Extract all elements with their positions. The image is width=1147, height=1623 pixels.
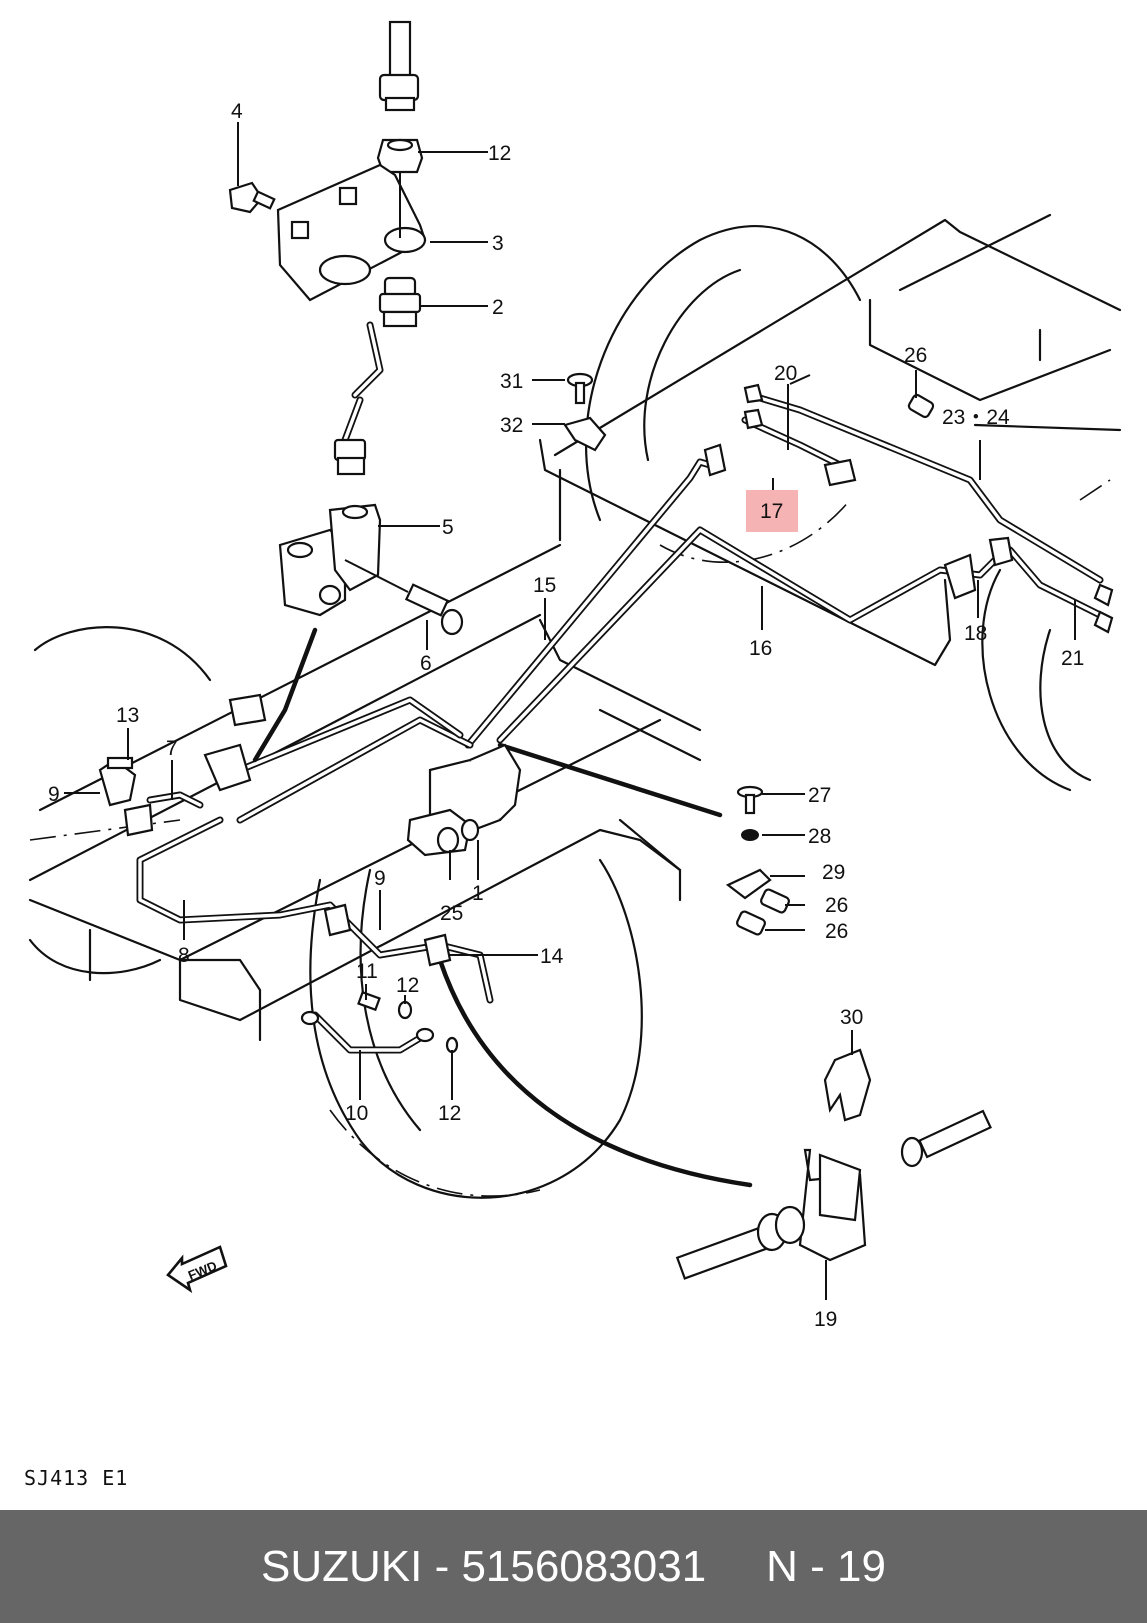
- joint-left-mid: [203, 743, 252, 792]
- callout-19: 17: [760, 500, 783, 523]
- joint-19-left: [703, 443, 727, 477]
- hose-10-end-b: [415, 1027, 435, 1043]
- callout-16: 14: [540, 945, 564, 968]
- callout-14: 12: [488, 142, 511, 165]
- cable-lower: [437, 957, 753, 1188]
- washer-12b: [445, 1036, 459, 1054]
- washer-12a: [397, 1000, 413, 1020]
- callout-7: 7: [166, 737, 178, 760]
- joint-7: [123, 803, 154, 837]
- footer-page: N - 19: [766, 1541, 886, 1591]
- footer-dash: -: [422, 1541, 462, 1591]
- clamp-32: [563, 416, 607, 452]
- callout-4: 4: [231, 100, 243, 123]
- brake-pipes: [136, 321, 1104, 1054]
- callout-26-top: 26: [904, 344, 927, 367]
- callout-26-low: 26: [825, 920, 848, 943]
- joint-20-a: [943, 553, 977, 600]
- fwd-arrow: FWD: [166, 1245, 228, 1294]
- footer-brand: SUZUKI: [260, 1541, 423, 1591]
- callout-32: 32: [500, 414, 523, 437]
- hose-10-end-a: [300, 1010, 320, 1026]
- highlight-19: [746, 490, 798, 532]
- front-left-wheel: [28, 626, 212, 975]
- callout-12-lower: 12: [438, 1102, 461, 1125]
- callout-20: 18: [964, 622, 987, 645]
- clamp-26b: [736, 910, 766, 936]
- footer-part-number: 5156083031: [461, 1541, 707, 1591]
- callout-22: 21: [1061, 647, 1084, 670]
- parts-diagram: FWD: [28, 20, 1122, 1331]
- joint-20-b: [988, 536, 1014, 567]
- callout-21: 20: [774, 362, 797, 385]
- callout-9-left: 9: [48, 783, 60, 806]
- clamp-26a: [760, 888, 790, 914]
- callout-13: 19: [814, 1308, 837, 1331]
- callout-15: 13: [116, 704, 139, 727]
- callout-27: 27: [808, 784, 831, 807]
- callout-17: 15: [533, 574, 556, 597]
- bolt-6: [404, 583, 464, 636]
- callout-18: 16: [749, 637, 772, 660]
- end-22-a: [1093, 583, 1114, 607]
- bolt-27: [736, 785, 764, 815]
- footer-bar: SUZUKI - 5156083031 N - 19: [0, 1510, 1147, 1623]
- joint-left-top: [228, 693, 267, 727]
- cable-right: [497, 742, 723, 818]
- bolt-31: [566, 372, 594, 405]
- clamp-26-top: [907, 393, 935, 419]
- callout-12-upper: 12: [396, 974, 419, 997]
- clamp-29: [725, 868, 772, 900]
- callout-28: 28: [808, 825, 831, 848]
- bolt-11: [357, 990, 381, 1012]
- callout-30: 30: [840, 1006, 863, 1029]
- callout-8: 8: [178, 944, 190, 967]
- callout-31: 31: [500, 370, 523, 393]
- end-21-a: [743, 383, 764, 404]
- nut-14: [376, 138, 424, 174]
- bracket-13: [675, 1148, 867, 1280]
- end-21-b: [743, 408, 764, 430]
- callout-1: 1: [472, 882, 484, 905]
- callout-11: 11: [356, 960, 378, 983]
- clip-15: [98, 756, 137, 807]
- joint-19-right: [823, 458, 857, 487]
- valve-1-25: [406, 743, 522, 857]
- callout-2: 2: [492, 296, 504, 319]
- callouts: 4 12 3 2 5 6 31 32 26 20 23・24 17 15 16 …: [48, 100, 1084, 1331]
- joint-9: [323, 903, 352, 937]
- bolt-4: [228, 181, 276, 214]
- diagram-code: SJ413 E1: [24, 1466, 129, 1490]
- switch-fitting-top: [378, 20, 420, 112]
- cable-upper: [252, 627, 318, 763]
- callout-25: 25: [440, 902, 463, 925]
- callout-3: 3: [492, 232, 504, 255]
- joint-5: [278, 503, 382, 617]
- end-22-b: [1093, 610, 1114, 634]
- rear-left-wheel: [981, 479, 1111, 792]
- callout-5: 5: [442, 516, 454, 539]
- leader-lines: [64, 122, 1076, 1300]
- bracket-3: [276, 163, 427, 302]
- nut-28: [741, 829, 759, 841]
- callout-29: 29: [822, 861, 845, 884]
- clip-30: [823, 1048, 872, 1122]
- joint-16: [423, 933, 452, 967]
- callout-9-lower: 9: [374, 867, 386, 890]
- switch-right: [900, 1109, 992, 1168]
- callout-26-mid: 26: [825, 894, 848, 917]
- callout-6: 6: [420, 652, 432, 675]
- front-right-wheel: [309, 858, 643, 1199]
- hose-fitting-2: [333, 276, 422, 476]
- callout-23-24: 23・24: [942, 406, 1010, 429]
- callout-10: 10: [345, 1102, 368, 1125]
